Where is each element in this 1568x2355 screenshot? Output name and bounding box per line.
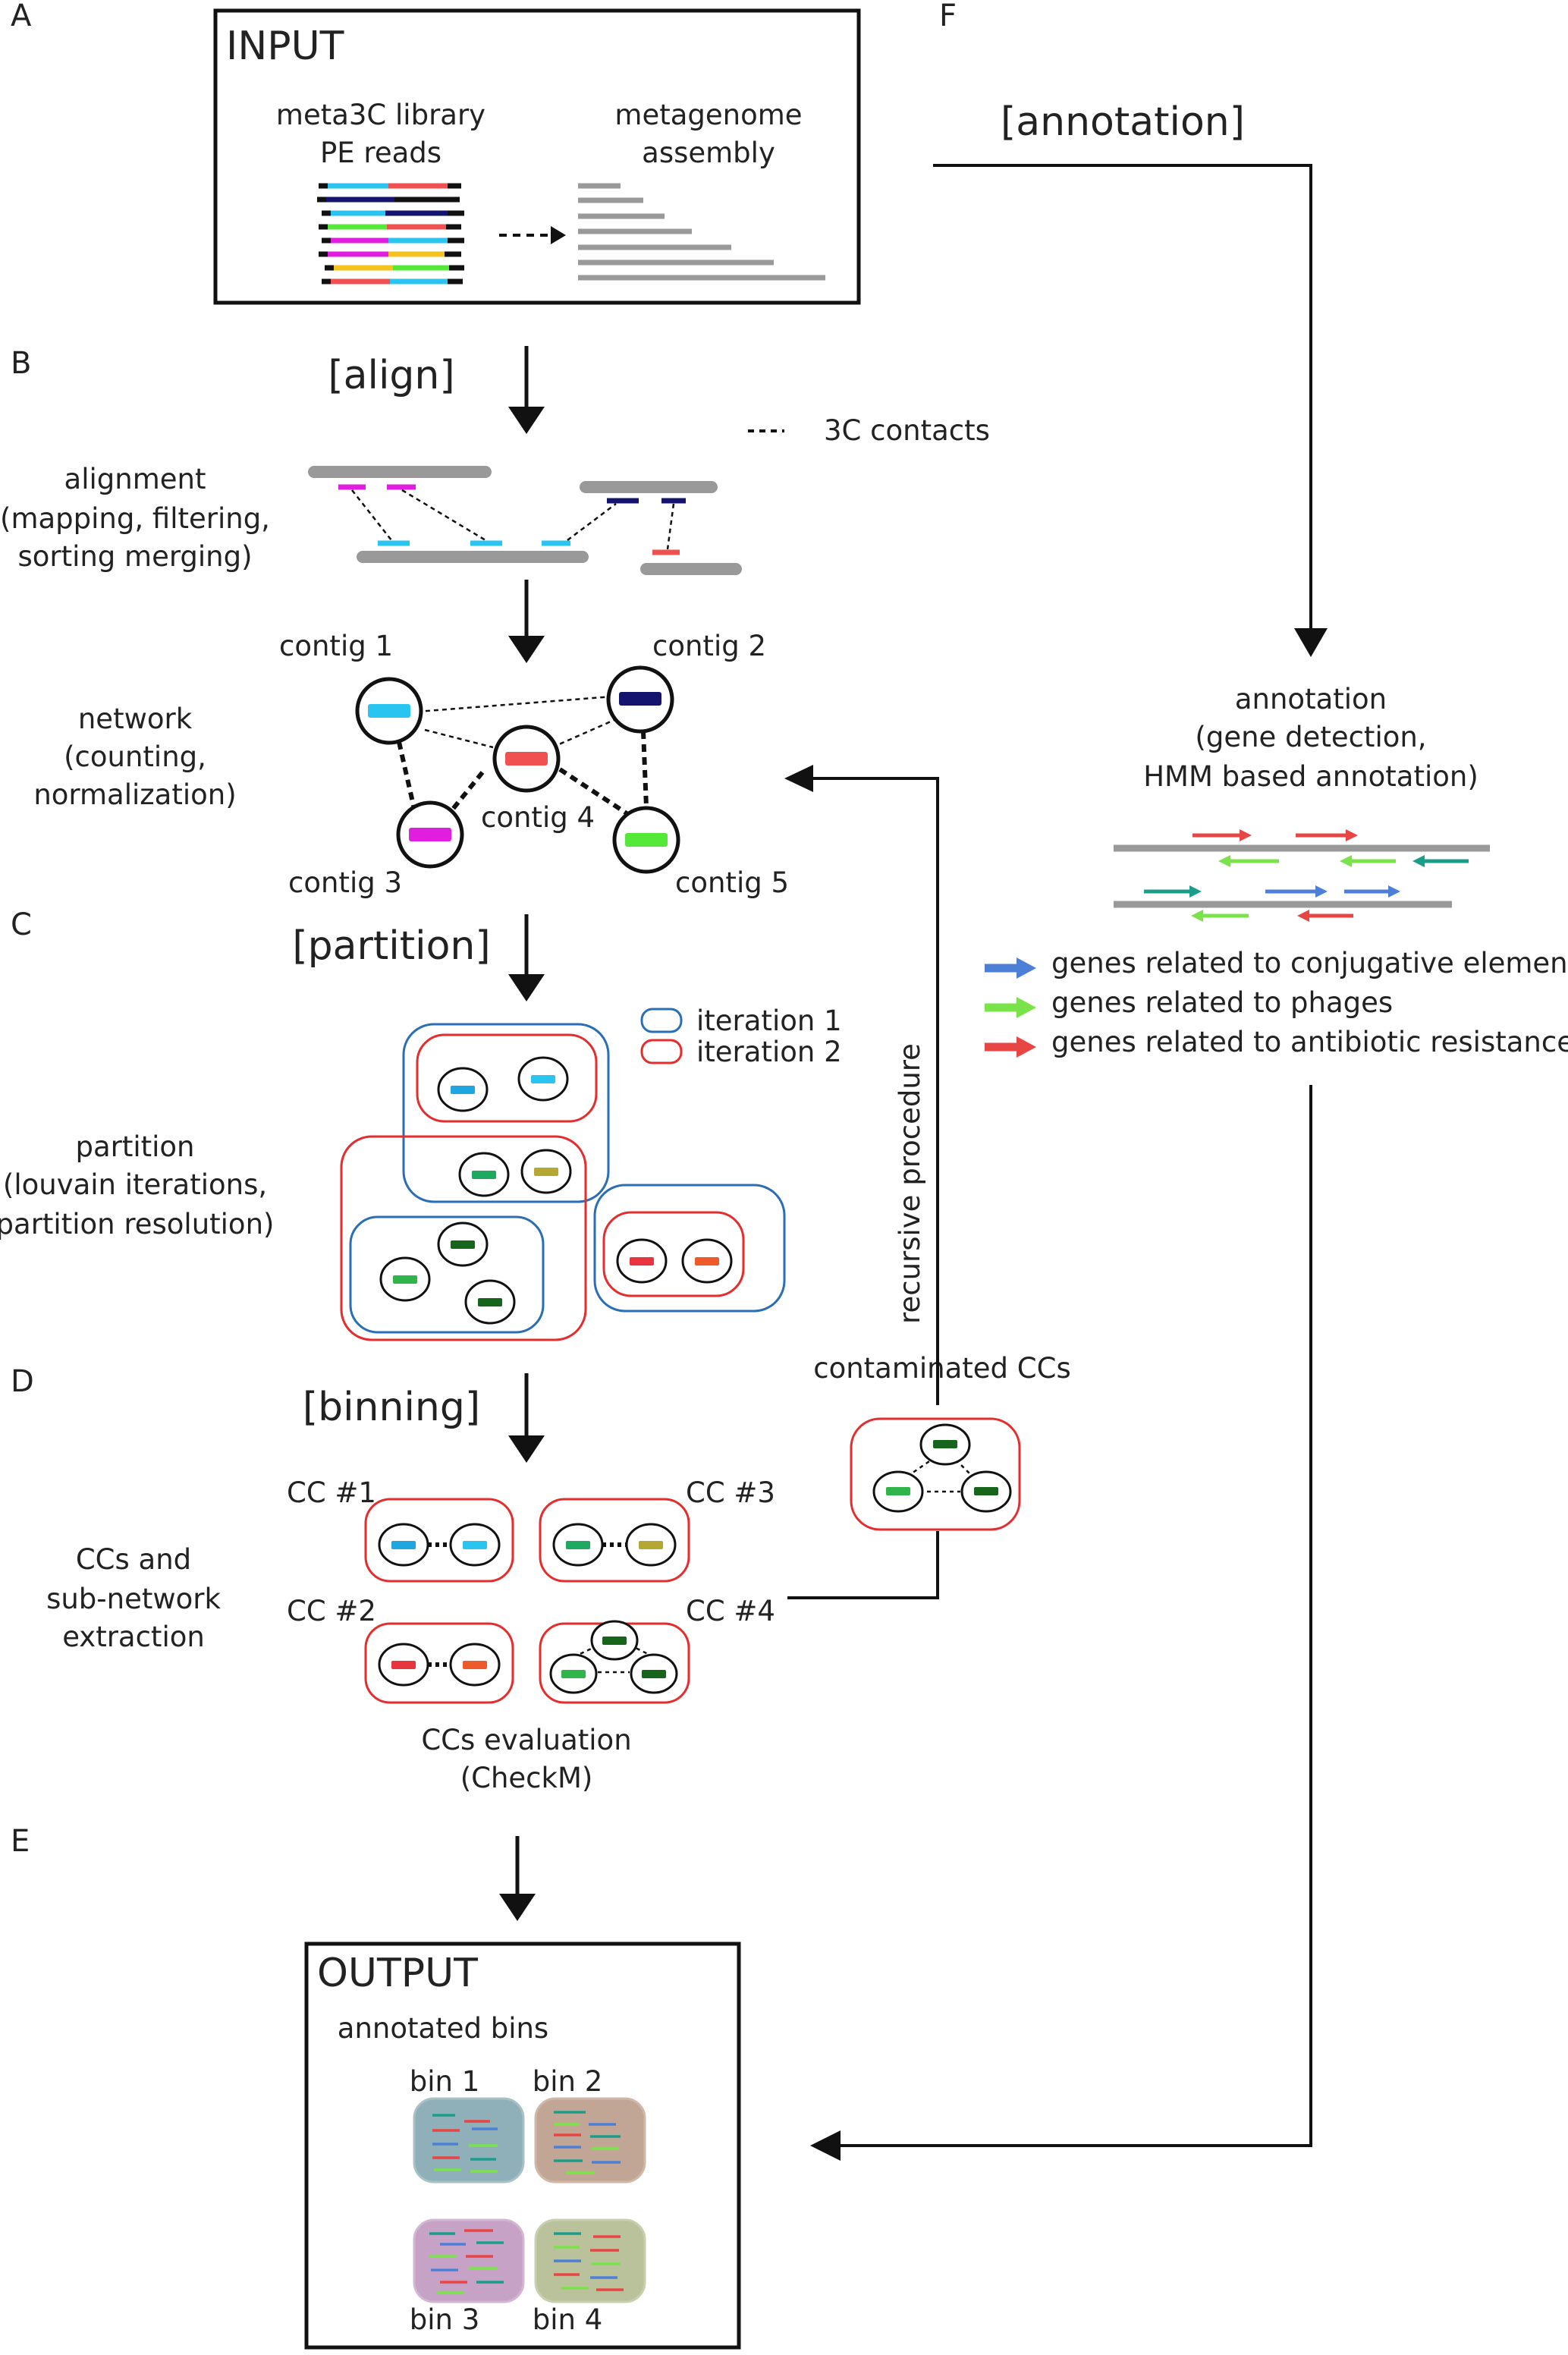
legend-iteration-1: iteration 1 [696, 1005, 842, 1037]
section-label-d: D [11, 1364, 34, 1399]
alignment-label-line1: alignment [64, 463, 206, 495]
bin-label-4: bin 4 [533, 2303, 603, 2336]
annotation-label-line3: HMM based annotation) [1143, 760, 1478, 793]
section-label-b: B [11, 346, 31, 381]
connected-components [364, 1498, 690, 1704]
legend-antibiotic-text: genes related to antibiotic resistance [1051, 1026, 1568, 1058]
assembly-contigs [578, 183, 825, 281]
contacts-legend-label: 3C contacts [824, 414, 990, 447]
binning-label-line2: sub-network [46, 1583, 221, 1615]
section-label-f: F [939, 0, 957, 33]
cc-label-4: CC #4 [686, 1595, 775, 1627]
contig-label-5: contig 5 [675, 866, 789, 899]
binning-label-line1: CCs and [76, 1543, 191, 1576]
cc-label-3: CC #3 [686, 1476, 775, 1509]
legend-conjugative-text: genes related to conjugative elements [1051, 947, 1568, 979]
step-partition: [partition] [292, 923, 490, 969]
output-box: OUTPUT annotated bins bin 1 bin 2 bin 3 … [304, 1942, 741, 2350]
partition-graphic [340, 1023, 786, 1341]
step-align: [align] [328, 353, 454, 398]
legend-conjugative-icon [985, 957, 1036, 979]
contig-label-2: contig 2 [652, 630, 766, 662]
bin-1 [413, 2097, 525, 2184]
annotation-flow-arrows [810, 164, 1328, 2161]
contig-label-3: contig 3 [288, 866, 402, 899]
assembly-label-line2: assembly [642, 137, 775, 169]
output-title: OUTPUT [317, 1951, 478, 1996]
bin-gene-arrows [429, 2111, 624, 2294]
bin-label-3: bin 3 [410, 2303, 480, 2336]
input-box: INPUT meta3C library PE reads metagenome… [213, 8, 861, 305]
cc-label-2: CC #2 [287, 1595, 376, 1627]
section-label-c: C [11, 907, 32, 942]
network-label-line2: (counting, [64, 740, 206, 773]
alignment-label-line2: (mapping, filtering, [0, 502, 270, 535]
annotation-label-line1: annotation [1235, 683, 1387, 715]
legend-iteration-2: iteration 2 [696, 1036, 842, 1068]
partition-label-line3: partition resolution) [0, 1208, 274, 1240]
assembly-label-line1: metagenome [614, 99, 802, 131]
contacts-legend: 3C contacts [748, 414, 990, 447]
step-annotation: [annotation] [1001, 99, 1245, 145]
binning-label-line3: extraction [62, 1621, 205, 1653]
contig-label-4: contig 4 [481, 801, 595, 834]
step-binning: [binning] [303, 1385, 480, 1430]
bin-3 [413, 2218, 525, 2303]
partition-legend: iteration 1 iteration 2 [640, 1005, 842, 1068]
legend-phages-text: genes related to phages [1051, 986, 1393, 1019]
input-title: INPUT [226, 24, 344, 69]
alignment-label-line3: sorting merging) [17, 540, 252, 573]
partition-label-line1: partition [75, 1130, 194, 1163]
annotation-label-line2: (gene detection, [1195, 721, 1426, 753]
section-label-e: E [11, 1824, 30, 1859]
legend-antibiotic-icon [985, 1036, 1036, 1058]
bin-2 [534, 2097, 646, 2184]
recursive-procedure-label: recursive procedure [894, 1043, 926, 1324]
library-label-line1: meta3C library [276, 99, 485, 131]
legend-phages-icon [985, 997, 1036, 1018]
library-label-line2: PE reads [320, 137, 441, 169]
section-label-a: A [11, 0, 32, 33]
annotated-contigs [1114, 829, 1490, 922]
contig-network [355, 665, 680, 874]
alignment-graphic [308, 466, 742, 575]
contig-label-1: contig 1 [279, 630, 393, 662]
gene-legend: genes related to conjugative elements ge… [985, 947, 1568, 1058]
cc-label-1: CC #1 [287, 1476, 376, 1509]
contaminated-ccs-label: contaminated CCs [813, 1352, 1071, 1385]
cc-eval-line1: CCs evaluation [421, 1724, 631, 1756]
contaminated-cc [850, 1417, 1021, 1531]
output-subtitle: annotated bins [338, 2012, 548, 2045]
network-label-line1: network [78, 703, 193, 735]
bin-4 [534, 2218, 646, 2303]
bin-label-2: bin 2 [533, 2065, 603, 2098]
pe-reads [317, 183, 464, 285]
main-flow-arrows [499, 346, 545, 1921]
cc-eval-line2: (CheckM) [460, 1762, 593, 1794]
recursive-loop-arrow [784, 765, 939, 1599]
bin-label-1: bin 1 [410, 2065, 480, 2098]
partition-label-line2: (louvain iterations, [3, 1168, 267, 1201]
network-label-line3: normalization) [33, 778, 236, 811]
